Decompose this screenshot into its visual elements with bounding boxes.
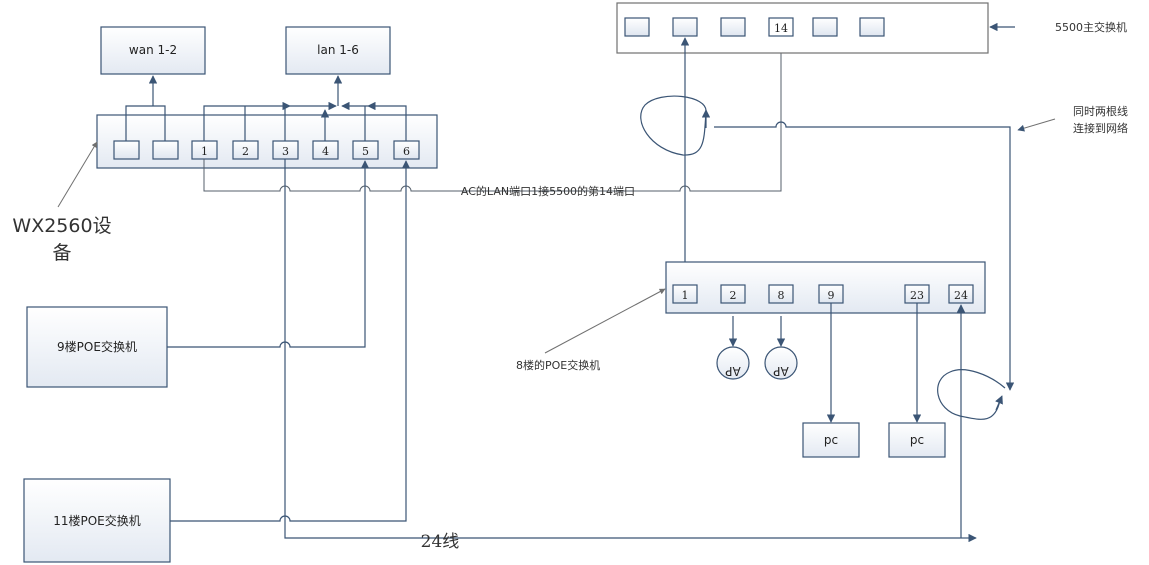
ap-node: AP bbox=[764, 346, 798, 380]
lan-box: lan 1-6 bbox=[285, 26, 391, 75]
ac-link-note: AC的LAN端口1接5500的第14端口 bbox=[461, 184, 635, 198]
main-switch: 14 bbox=[616, 2, 989, 54]
line24-label: 24线 bbox=[421, 532, 460, 552]
loop-bottom bbox=[937, 369, 1006, 420]
floor11-switch: 11楼POE交换机 bbox=[23, 478, 171, 563]
ac-port-1: 1 bbox=[191, 140, 218, 160]
ac-port bbox=[152, 140, 179, 160]
main-switch-label: 5500主交换机 bbox=[1055, 20, 1127, 34]
dual-link-line bbox=[714, 121, 1015, 391]
pc-node: pc bbox=[888, 422, 946, 458]
wan-bracket bbox=[125, 105, 166, 141]
dual-link-note-line1: 同时两根线 bbox=[1073, 104, 1128, 118]
ac-port-2: 2 bbox=[232, 140, 259, 160]
loop-top bbox=[640, 95, 707, 156]
ac-device-pointer bbox=[57, 141, 98, 208]
floor8-port-8: 8 bbox=[778, 289, 785, 302]
svg-text:3: 3 bbox=[282, 145, 289, 158]
floor8-port-1: 1 bbox=[682, 289, 689, 302]
floor9-to-port5 bbox=[167, 160, 370, 348]
floor8-pointer bbox=[544, 288, 666, 354]
pc-node: pc bbox=[802, 422, 860, 458]
dual-link-pointer bbox=[1017, 118, 1056, 132]
svg-text:2: 2 bbox=[242, 145, 249, 158]
floor8-port-23: 23 bbox=[910, 289, 924, 302]
svg-text:6: 6 bbox=[403, 145, 410, 158]
ac-device: 1 2 3 4 5 6 bbox=[96, 114, 438, 169]
svg-text:AP: AP bbox=[725, 364, 740, 378]
ac-port-5: 5 bbox=[352, 140, 379, 160]
floor9-switch: 9楼POE交换机 bbox=[26, 306, 168, 388]
ac-port-4: 4 bbox=[312, 140, 339, 160]
main-switch-port-14: 14 bbox=[774, 22, 788, 35]
ap-node: AP bbox=[716, 346, 750, 380]
ac-device-label-line2: 备 bbox=[52, 242, 71, 264]
floor8-label: 8楼的POE交换机 bbox=[516, 358, 600, 372]
svg-text:pc: pc bbox=[824, 433, 838, 447]
floor8-switch: 1 2 8 9 23 24 bbox=[665, 261, 986, 314]
svg-text:5: 5 bbox=[362, 145, 369, 158]
ac-port-3: 3 bbox=[272, 140, 299, 160]
floor8-port-24: 24 bbox=[954, 289, 968, 302]
floor11-to-port6 bbox=[170, 160, 411, 522]
svg-text:1: 1 bbox=[201, 145, 208, 158]
svg-text:4: 4 bbox=[322, 145, 329, 158]
svg-text:pc: pc bbox=[910, 433, 924, 447]
port3-to-24-line bbox=[284, 159, 960, 539]
dual-link-note-line2: 连接到网络 bbox=[1073, 121, 1128, 135]
loop-bottom-arrow bbox=[995, 395, 1003, 411]
ac-port-6: 6 bbox=[393, 140, 420, 160]
lan-bus-right bbox=[367, 101, 407, 141]
ac-port bbox=[113, 140, 140, 160]
svg-text:11楼POE交换机: 11楼POE交换机 bbox=[53, 513, 141, 528]
floor8-port-2: 2 bbox=[730, 289, 737, 302]
lan-bus-left bbox=[203, 101, 291, 141]
wan-box: wan 1-2 bbox=[100, 26, 206, 75]
svg-text:9楼POE交换机: 9楼POE交换机 bbox=[57, 339, 137, 354]
lan-label: lan 1-6 bbox=[317, 43, 359, 57]
floor8-port-9: 9 bbox=[828, 289, 835, 302]
ac-device-label-line1: WX2560设 bbox=[12, 215, 111, 237]
svg-text:AP: AP bbox=[773, 364, 788, 378]
wan-label: wan 1-2 bbox=[129, 43, 177, 57]
ac-to-5500-link bbox=[203, 36, 782, 192]
